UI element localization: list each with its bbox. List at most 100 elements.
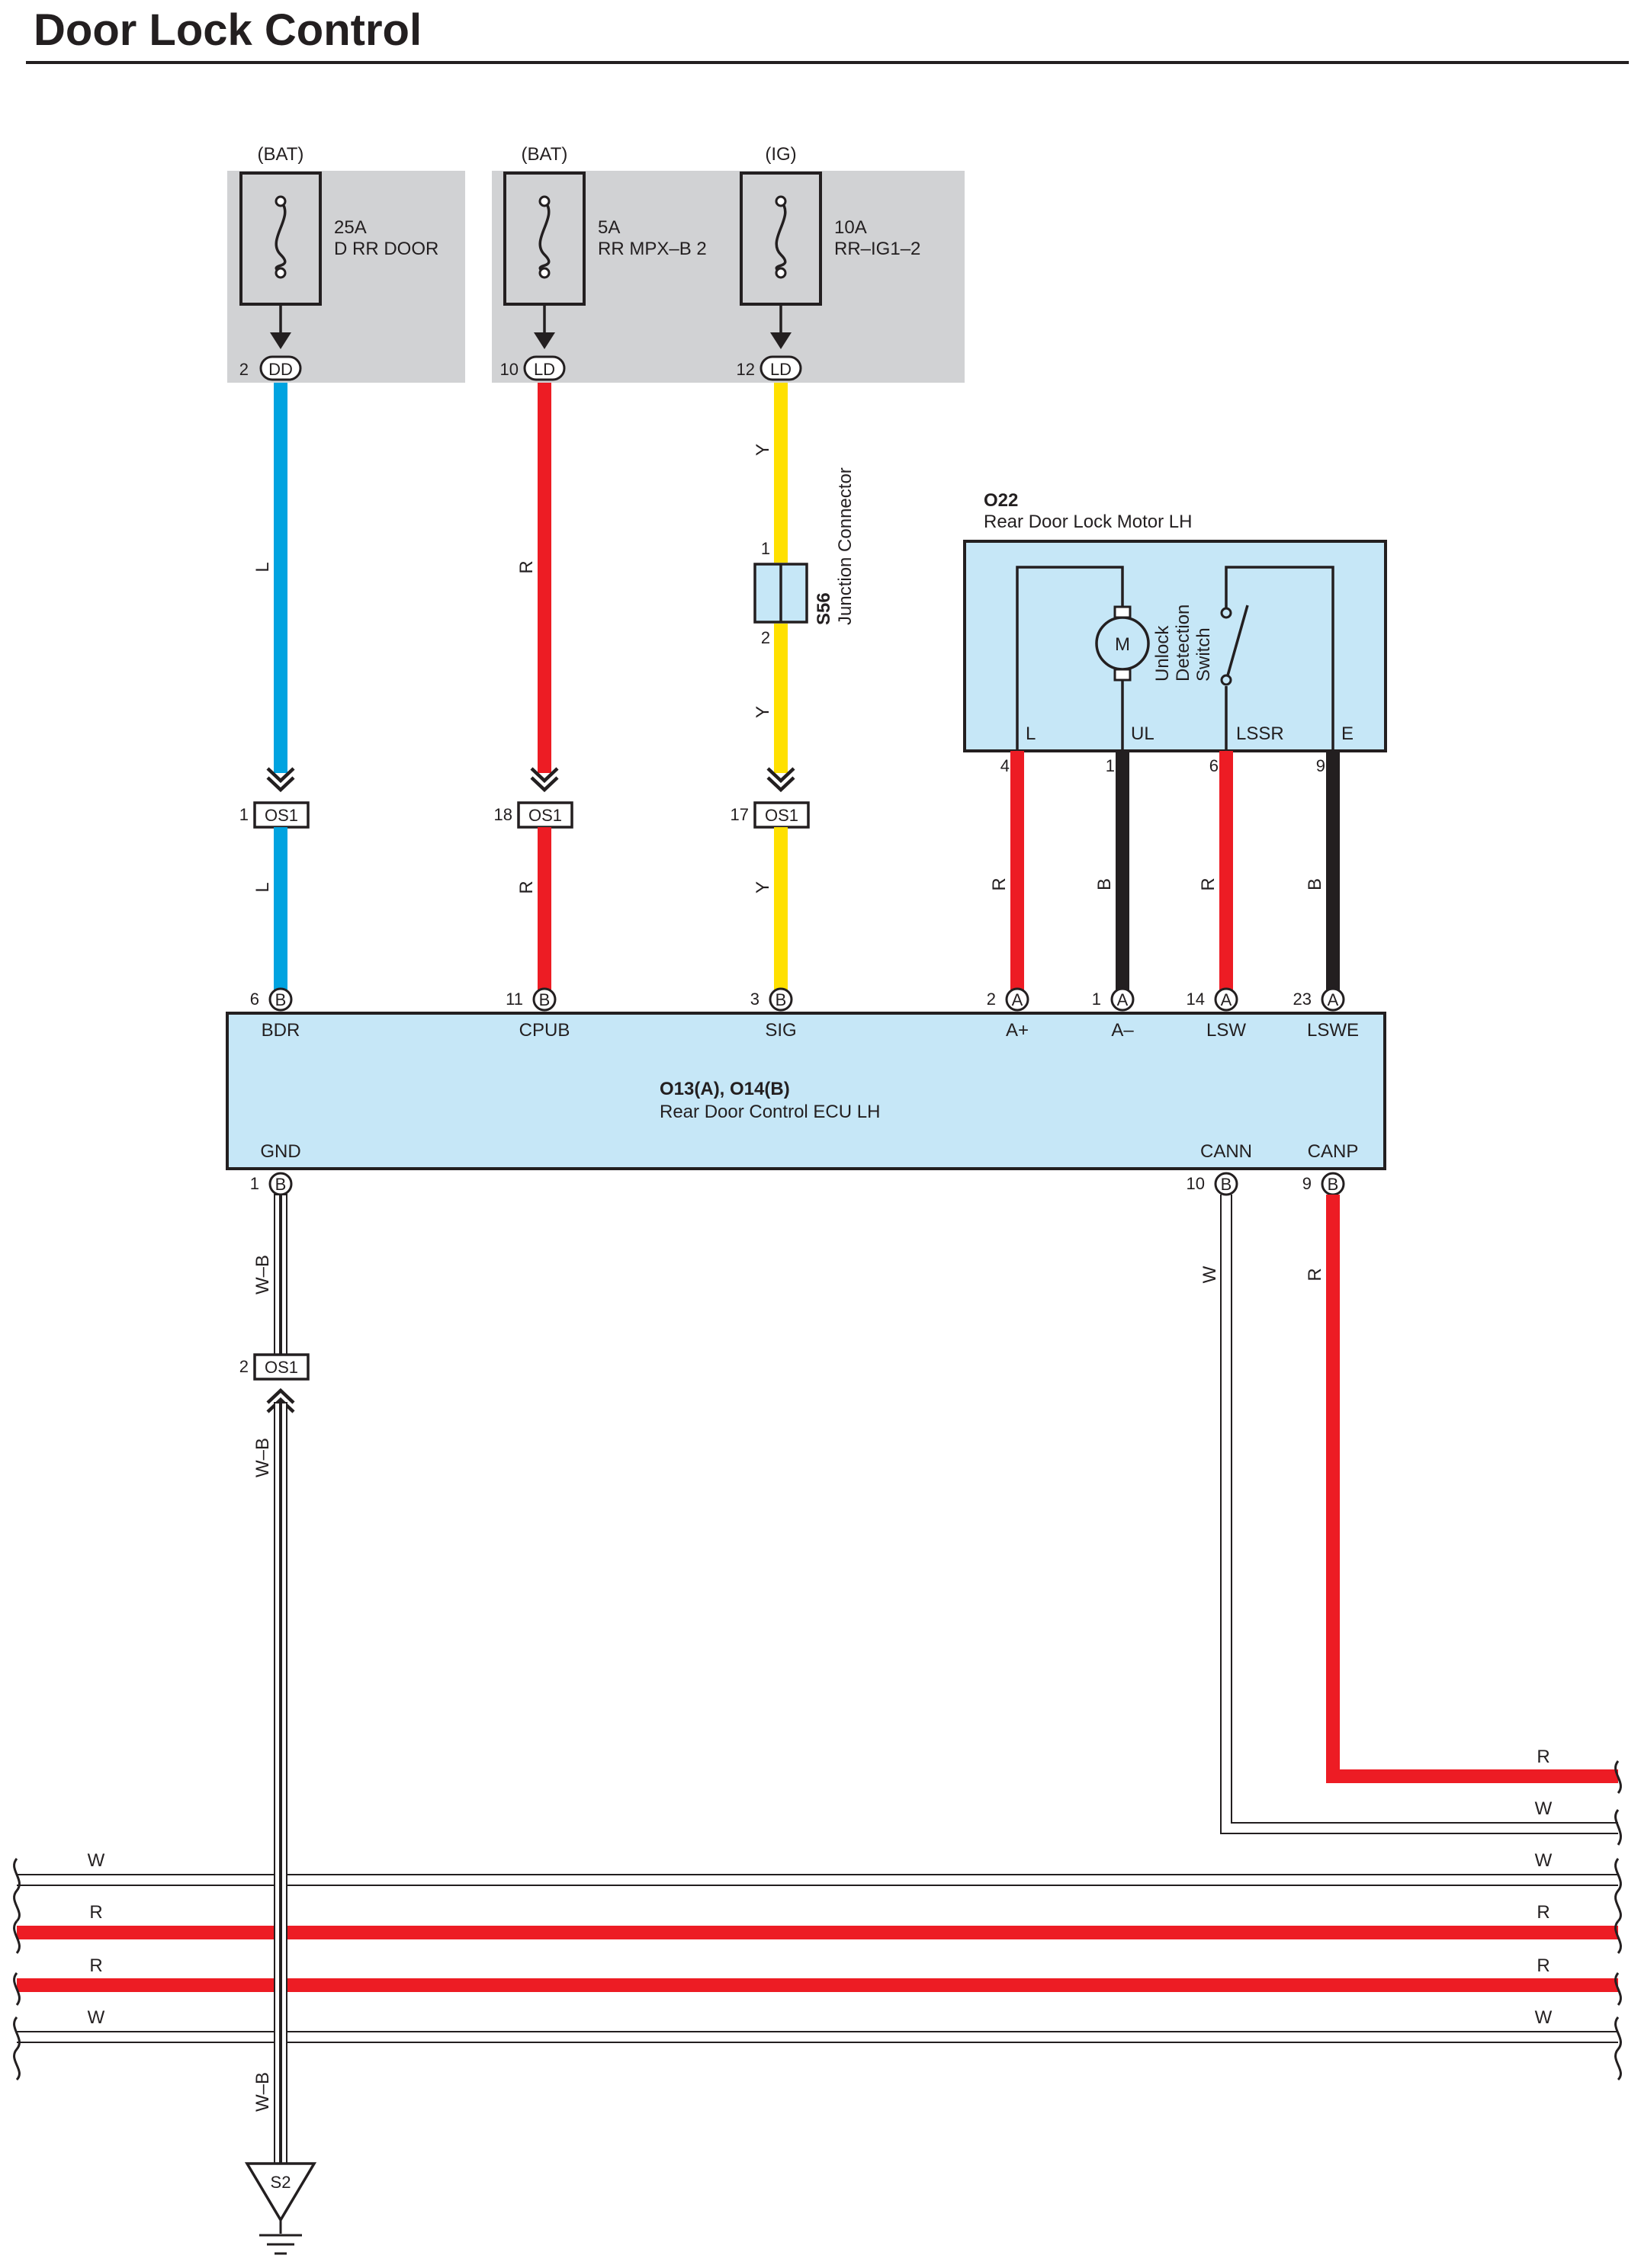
svg-text:3: 3 [750, 990, 759, 1009]
svg-text:W–B: W–B [252, 2072, 273, 2112]
wire-bdr-lower: L [252, 827, 287, 990]
svg-text:R: R [989, 877, 1010, 890]
wire-bdr: L [252, 383, 294, 790]
svg-text:SIG: SIG [765, 1020, 796, 1041]
motor-letter: M [1115, 634, 1130, 655]
wire-motor-l: 4 R [989, 751, 1024, 990]
svg-text:17: 17 [731, 805, 749, 824]
svg-text:R: R [1537, 1955, 1549, 1976]
junction-name: Junction Connector [835, 467, 856, 625]
junction-code: S56 [814, 592, 834, 625]
unlock-switch-icon [1226, 605, 1249, 676]
svg-text:18: 18 [494, 805, 512, 824]
svg-text:11: 11 [506, 990, 523, 1009]
break-marks-left [13, 1858, 21, 2081]
svg-text:6: 6 [250, 990, 259, 1009]
svg-text:CANP: CANP [1308, 1141, 1359, 1162]
page-title: Door Lock Control [34, 5, 422, 55]
fuse-connector: LD [770, 360, 792, 379]
fuse-name: RR–IG1–2 [834, 239, 920, 259]
svg-text:W: W [1535, 1850, 1553, 1871]
svg-text:1: 1 [1106, 756, 1115, 775]
svg-text:B: B [1305, 878, 1325, 890]
svg-text:R: R [1305, 1268, 1325, 1281]
fuse-pin: 10 [500, 360, 519, 379]
ground-s2: S2 [244, 2162, 317, 2255]
svg-text:GND: GND [260, 1141, 300, 1162]
junction-pin-bottom: 2 [761, 628, 770, 647]
fuse-rating: 10A [834, 217, 867, 238]
svg-text:6: 6 [1209, 756, 1219, 775]
svg-text:23: 23 [1293, 990, 1312, 1009]
svg-text:LSW: LSW [1206, 1020, 1246, 1041]
motor-code: O22 [984, 490, 1018, 511]
ecu-terminal-bdr: 6 B BDR [250, 987, 300, 1041]
fuse-rating: 25A [334, 217, 367, 238]
ecu-title: O13(A), O14(B) [660, 1079, 790, 1099]
wire-motor-ul: 1 B [1094, 751, 1129, 990]
door-lock-motor-o22: O22 Rear Door Lock Motor LH M Unlock Det… [963, 490, 1387, 752]
svg-text:L: L [252, 882, 273, 892]
svg-text:E: E [1341, 723, 1354, 744]
svg-text:B: B [776, 990, 787, 1009]
svg-text:Detection: Detection [1173, 605, 1193, 682]
svg-text:W: W [88, 1850, 105, 1871]
svg-text:OS1: OS1 [528, 806, 562, 825]
svg-text:1: 1 [1092, 990, 1101, 1009]
wire-gnd: W–B 2 OS1 W–B W–B [239, 1194, 310, 2164]
svg-text:9: 9 [1302, 1174, 1312, 1193]
break-marks-right [1614, 1760, 1622, 2081]
svg-text:2: 2 [987, 990, 996, 1009]
wire-cann: W [1199, 1195, 1618, 1834]
wire-cpub: R [516, 383, 557, 790]
svg-text:A: A [1221, 990, 1232, 1009]
ecu-name: Rear Door Control ECU LH [660, 1102, 880, 1122]
fuse-d-rr-door: (BAT) 25A D RR DOOR 2 DD [239, 144, 438, 381]
svg-text:BDR: BDR [262, 1020, 300, 1041]
svg-text:4: 4 [1000, 756, 1010, 775]
fuse-rr-mpx-b2: (BAT) 5A RR MPX–B 2 10 LD [500, 144, 707, 381]
ecu-terminal-gnd: GND 1 B [250, 1141, 301, 1196]
svg-text:R: R [89, 1902, 102, 1923]
wire-color-label: Y [753, 444, 773, 456]
stub-label-r: R [1537, 1747, 1549, 1767]
svg-text:R: R [1198, 877, 1219, 890]
svg-text:W: W [1199, 1266, 1220, 1283]
wire-color-label: L [252, 562, 273, 572]
svg-text:B: B [1094, 878, 1115, 890]
ecu-o13-o14: O13(A), O14(B) Rear Door Control ECU LH … [226, 987, 1386, 1196]
wire-motor-e: 9 B [1305, 751, 1340, 990]
fuse-connector: LD [534, 360, 555, 379]
svg-text:CANN: CANN [1200, 1141, 1252, 1162]
fuse-pin: 12 [737, 360, 755, 379]
svg-text:1: 1 [250, 1174, 259, 1193]
svg-text:LSSR: LSSR [1236, 723, 1284, 744]
wire-sig: Y Y [753, 383, 794, 790]
motor-name: Rear Door Lock Motor LH [984, 512, 1192, 532]
wire-sig-lower: Y [753, 827, 788, 990]
wire-cpub-lower: R [516, 827, 551, 990]
svg-text:2: 2 [239, 1357, 249, 1376]
svg-text:Switch: Switch [1193, 627, 1214, 682]
svg-text:B: B [539, 990, 551, 1009]
svg-text:B: B [1328, 1175, 1339, 1194]
ecu-terminal-canp: CANP 9 B [1302, 1141, 1359, 1196]
svg-text:R: R [89, 1955, 102, 1976]
svg-text:A: A [1328, 990, 1339, 1009]
svg-text:B: B [1221, 1175, 1232, 1194]
ecu-terminal-cpub: 11 B CPUB [506, 987, 570, 1041]
svg-text:W: W [88, 2007, 105, 2028]
wire-color-label: Y [753, 706, 773, 718]
connector-os1-row: 1 OS1 18 OS1 17 OS1 [239, 801, 810, 829]
svg-text:W: W [1535, 2007, 1553, 2028]
fuse-source: (BAT) [258, 144, 304, 165]
fuse-rr-ig1-2: (IG) 10A RR–IG1–2 12 LD [737, 144, 920, 381]
svg-text:A: A [1117, 990, 1129, 1009]
svg-text:CPUB: CPUB [519, 1020, 570, 1041]
gnd-crossover [274, 1860, 287, 2058]
fuse-pin: 2 [239, 360, 249, 379]
relay-block-right [492, 171, 965, 383]
fuse-rating: 5A [598, 217, 620, 238]
bus-line-r-1: R R [17, 1902, 1618, 1939]
